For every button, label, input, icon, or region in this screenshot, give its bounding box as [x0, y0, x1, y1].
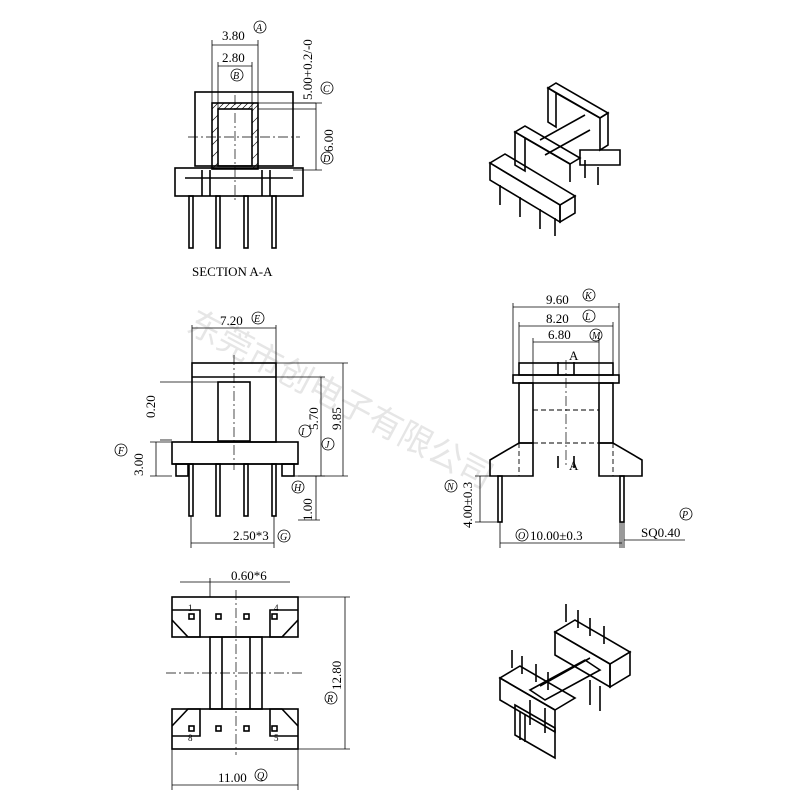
dim-m-value: 6.80 [548, 327, 571, 342]
dim-h-letter: H [293, 483, 302, 494]
dim-a-letter: A [255, 23, 263, 34]
pin-number-1: 1 [188, 603, 193, 613]
iso-view-bottom [498, 604, 632, 760]
dim-bottom-pitch: 0.60*6 [231, 568, 267, 583]
dim-e-letter: E [253, 314, 260, 325]
section-pins [188, 195, 277, 249]
dim-g-letter: G [280, 532, 287, 543]
dim-c-value: 5.00+0.2/-0 [300, 39, 315, 100]
dim-q-letter: Q [257, 771, 265, 782]
dim-p-value: SQ0.40 [641, 525, 680, 540]
section-label: SECTION A-A [192, 264, 273, 279]
dim-h-value: 1.00 [300, 498, 315, 521]
dim-n-value: 4.00±0.3 [460, 482, 475, 528]
dim-e-value: 7.20 [220, 313, 243, 328]
watermark-text: 东莞市创电子有限公司 [181, 303, 500, 498]
dim-f-value: 3.00 [131, 453, 146, 476]
dim-o-value: 10.00±0.3 [530, 528, 583, 543]
dim-n-letter: N [446, 482, 455, 493]
front-flange [171, 441, 299, 465]
bottom-view: 1 4 8 5 0.60*6 12.80 R 11.00 Q [166, 568, 350, 790]
section-marker-bottom: A [569, 458, 579, 473]
dim-front-extra: 0.20 [143, 395, 158, 418]
dim-g-value: 2.50*3 [233, 528, 269, 543]
dim-k-letter: K [584, 291, 593, 302]
dim-p-letter: P [681, 510, 688, 521]
dim-a-value: 3.80 [222, 28, 245, 43]
dim-o-letter: O [518, 531, 525, 542]
pin-number-8: 8 [188, 733, 193, 743]
dim-j-letter: J [325, 440, 330, 451]
section-flange [174, 167, 304, 197]
section-marker-top: A [569, 348, 579, 363]
dim-c-letter: C [323, 84, 330, 95]
dim-f-letter: F [117, 446, 125, 457]
dim-q-value: 11.00 [218, 770, 247, 785]
dim-r-value: 12.80 [329, 661, 344, 690]
dim-j-value: 9.85 [329, 407, 344, 430]
dim-m-letter: M [591, 331, 601, 342]
dim-l-letter: L [584, 312, 591, 323]
iso-view-top [488, 82, 621, 236]
dim-b-letter: B [233, 71, 239, 82]
pin-number-5: 5 [274, 733, 279, 743]
dim-d-value: 6.00 [321, 129, 336, 152]
dim-i-letter: I [300, 427, 305, 438]
dim-i-value: 5.70 [306, 407, 321, 430]
front-view: 7.20 E 0.20 3.00 F 2.50*3 G 1.00 H 5.70 [114, 311, 348, 548]
dim-d-letter: D [322, 154, 331, 165]
dim-l-value: 8.20 [546, 311, 569, 326]
section-view: 3.80 A 2.80 B 5.00+0.2/-0 C 6.00 D SECTI… [174, 20, 336, 279]
side-view: A A 9.60 K 8.20 L 6.80 M 4.00±0.3 N [444, 288, 693, 548]
dim-r-letter: R [326, 694, 333, 705]
dim-k-value: 9.60 [546, 292, 569, 307]
pin-number-4: 4 [274, 603, 279, 613]
section-hatch [211, 102, 259, 170]
dim-b-value: 2.80 [222, 50, 245, 65]
